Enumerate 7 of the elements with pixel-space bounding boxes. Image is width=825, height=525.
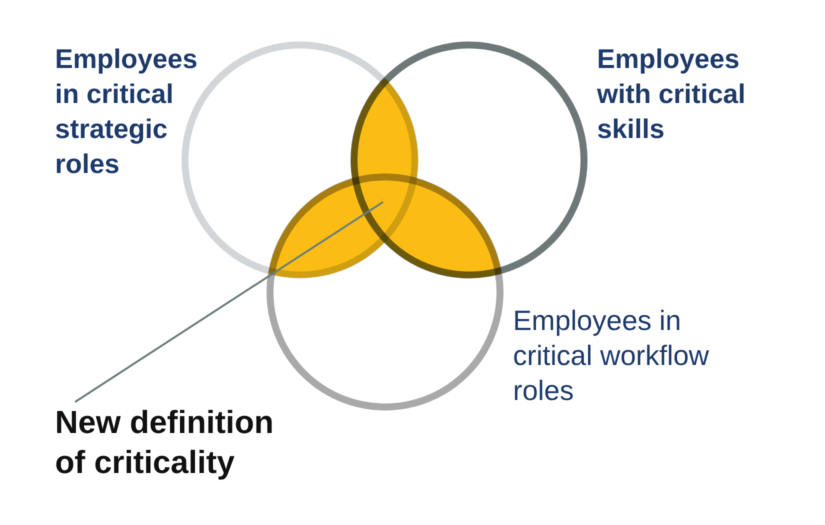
- venn-circle: [266, 174, 504, 410]
- set-label: Employees in critical strategic roles: [55, 43, 199, 181]
- venn-circle: [350, 42, 588, 278]
- set-label: Employees in critical workflow roles: [513, 304, 710, 408]
- leader-line: [74, 201, 384, 403]
- callout-label: New definition of criticality: [55, 402, 295, 482]
- set-label: Employees with critical skills: [597, 43, 747, 146]
